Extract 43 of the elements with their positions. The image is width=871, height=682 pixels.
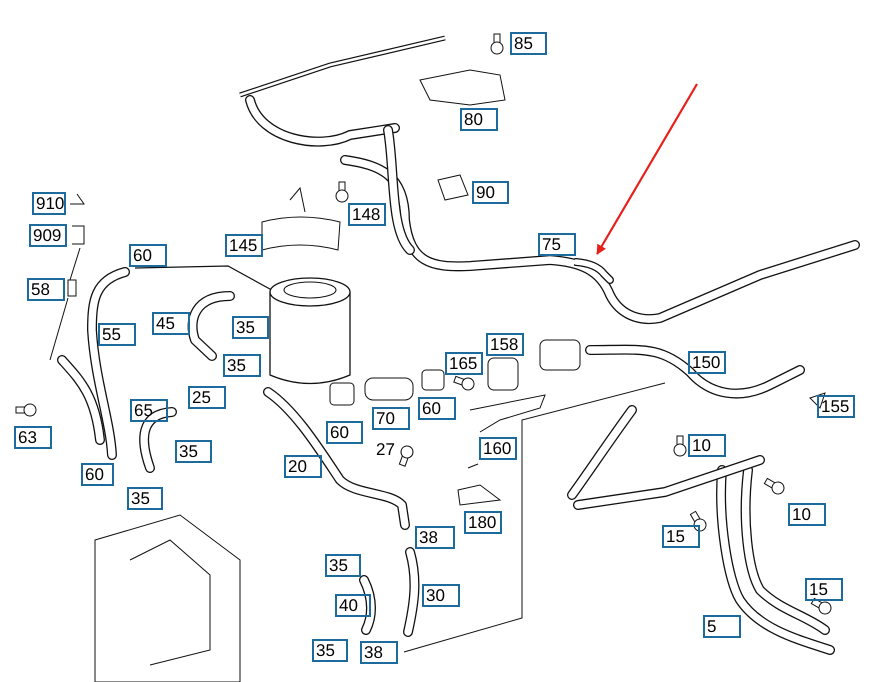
callout-number: 155 (817, 395, 855, 418)
callout-number: 55 (98, 323, 136, 346)
callout-number: 38 (415, 526, 455, 549)
callout-number: 160 (479, 437, 517, 460)
pointer-arrow (596, 83, 698, 255)
callout-number: 35 (312, 639, 348, 662)
callout-number: 148 (348, 203, 386, 226)
callout-number: 58 (27, 278, 65, 301)
callout-number: 10 (788, 503, 826, 526)
callout-number: 150 (688, 351, 726, 374)
callout-number: 5 (703, 615, 741, 638)
callout-number: 165 (445, 352, 483, 375)
callout-number: 10 (688, 434, 726, 457)
callout-number: 85 (510, 32, 547, 55)
callout-number: 70 (372, 407, 410, 430)
callout-number: 145 (225, 234, 263, 257)
callout-number: 35 (232, 316, 269, 339)
callout-number: 20 (284, 455, 322, 478)
callout-number: 35 (127, 487, 163, 510)
callout-number: 30 (422, 584, 460, 607)
callout-number: 40 (335, 594, 371, 617)
callout-number: 25 (188, 386, 226, 409)
callout-number: 60 (418, 397, 456, 420)
callout-number: 35 (325, 554, 361, 577)
callout-number: 27 (376, 440, 395, 459)
callout-number: 35 (223, 354, 261, 377)
callout-number: 63 (14, 426, 52, 449)
callout-number: 45 (152, 312, 190, 335)
callout-number: 909 (29, 224, 67, 247)
callout-number: 60 (326, 421, 363, 444)
callout-number: 38 (360, 641, 398, 664)
callout-number: 15 (805, 578, 843, 601)
callout-number: 65 (130, 399, 168, 422)
callout-number: 910 (32, 192, 66, 215)
callout-number: 90 (472, 181, 509, 204)
callout-number: 158 (486, 333, 524, 356)
callout-number: 80 (460, 108, 498, 131)
callout-number: 75 (538, 233, 576, 256)
callout-number: 60 (81, 463, 114, 486)
callout-number: 35 (175, 440, 212, 463)
callout-number: 60 (129, 244, 167, 267)
callout-number: 180 (464, 511, 502, 534)
callout-number: 15 (662, 525, 700, 548)
